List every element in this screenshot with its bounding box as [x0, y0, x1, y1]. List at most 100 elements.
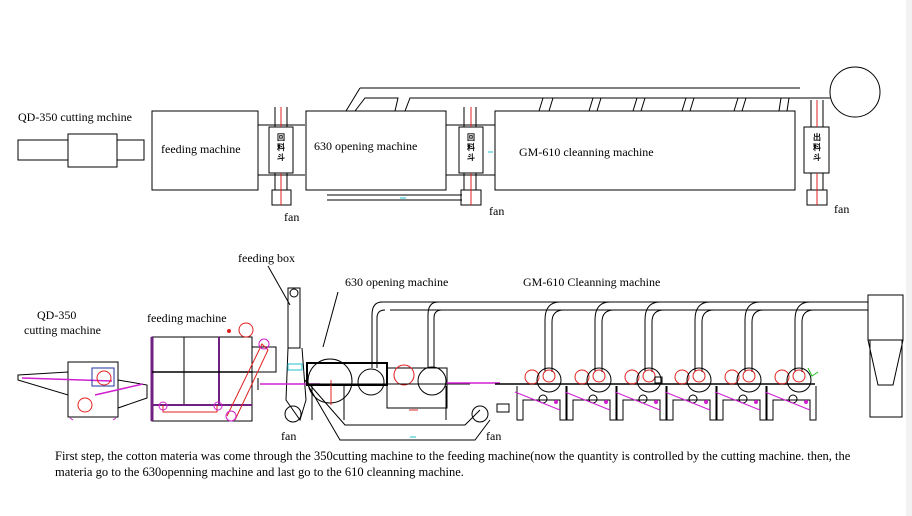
- bottom-cutting-machine: [17, 361, 148, 421]
- hopper-glyph: 斗: [277, 153, 285, 162]
- feeding-box-label: feeding box: [238, 251, 295, 265]
- unit-duct: [801, 309, 815, 372]
- beater-roller: [692, 369, 706, 383]
- hopper-2-glyphs: 回 料 斗: [465, 133, 477, 163]
- feed-roller: [774, 369, 790, 385]
- hopper-glyph: 料: [277, 143, 285, 152]
- unit-frame: [516, 386, 567, 421]
- top-return-duct: [327, 194, 462, 201]
- top-diagram: [17, 66, 881, 206]
- top-cleaning-machine-label: GM-610 cleanning machine: [519, 145, 654, 159]
- hopper-glyph: 出: [813, 133, 821, 142]
- cleaning-unit: [764, 301, 817, 421]
- unit-frame: [716, 386, 767, 421]
- unit-duct: [551, 309, 565, 372]
- duct-drop: [376, 309, 386, 368]
- bottom-feeding-machine-label: feeding machine: [147, 311, 227, 325]
- unit-frame: [666, 386, 717, 421]
- unit-duct: [544, 301, 561, 372]
- bottom-fan-label-2: fan: [486, 429, 502, 443]
- cylinder: [586, 367, 612, 393]
- cylinder: [736, 367, 762, 393]
- top-cyclone-circle: [829, 66, 881, 118]
- top-hopper-2: [446, 107, 495, 206]
- unit-dot: [804, 400, 808, 404]
- duct-drop: [433, 309, 443, 368]
- fan-box: [496, 403, 510, 413]
- beater-roller: [542, 369, 556, 383]
- hopper-glyph: 斗: [467, 153, 475, 162]
- top-fan-label-1: fan: [284, 210, 300, 224]
- unit-belt: [614, 391, 661, 411]
- unit-dot: [604, 400, 608, 404]
- cleaning-unit: [514, 301, 567, 421]
- unit-duct: [744, 301, 761, 372]
- unit-frame: [766, 386, 817, 421]
- top-feeding-machine-label: feeding machine: [161, 142, 241, 156]
- unit-belt: [564, 391, 611, 411]
- top-ducts: [345, 87, 830, 112]
- unit-belt: [764, 391, 811, 411]
- hopper-glyph: 料: [467, 143, 475, 152]
- unit-duct: [644, 301, 661, 372]
- cylinder: [536, 367, 562, 393]
- cylinder: [686, 367, 712, 393]
- cleaning-unit: [664, 301, 717, 421]
- beater-roller: [792, 369, 806, 383]
- feed-roller: [574, 369, 590, 385]
- bottom-cleaning-machine-label: GM-610 Cleanning machine: [523, 275, 661, 289]
- top-fan-label-2: fan: [489, 204, 505, 218]
- cleaning-unit: [714, 301, 767, 421]
- page-edge: [906, 0, 912, 516]
- unit-duct: [794, 301, 811, 372]
- output-arrow: [807, 367, 819, 377]
- unit-duct: [701, 309, 715, 372]
- unit-belt: [664, 391, 711, 411]
- hopper-glyph: 斗: [813, 153, 821, 162]
- unit-belt: [514, 391, 561, 411]
- hopper-glyph: 回: [467, 133, 475, 142]
- duct-drop: [427, 301, 439, 368]
- unit-dot: [754, 400, 758, 404]
- cleaning-unit: [564, 301, 617, 421]
- top-opening-machine-box: [305, 110, 447, 191]
- bottom-feeding-box: [257, 265, 320, 423]
- process-description: First step, the cotton materia was come …: [55, 449, 851, 479]
- beater-roller: [742, 369, 756, 383]
- unit-frame: [616, 386, 667, 421]
- cleaning-unit: [614, 301, 667, 421]
- small-box: [654, 376, 663, 384]
- bottom-opening-machine-label: 630 opening machine: [345, 275, 449, 289]
- unit-dot: [704, 400, 708, 404]
- feed-roller: [524, 369, 540, 385]
- top-feeding-machine-box: [151, 110, 259, 191]
- top-fan-label-3: fan: [834, 202, 850, 216]
- top-hopper-1: [258, 107, 305, 206]
- unit-dot: [554, 400, 558, 404]
- unit-duct: [751, 309, 765, 372]
- bottom-fan-label-1: fan: [281, 429, 297, 443]
- beater-roller: [592, 369, 606, 383]
- feed-roller: [674, 369, 690, 385]
- feed-roller: [724, 369, 740, 385]
- bottom-cutting-machine-label-line2: cutting machine: [24, 323, 101, 337]
- bottom-cleaning-machine: [495, 301, 819, 421]
- top-hopper-3: [803, 100, 830, 206]
- cylinder: [636, 367, 662, 393]
- hopper-3-glyphs: 出 料 斗: [811, 133, 823, 163]
- hopper-glyph: 料: [813, 143, 821, 152]
- bottom-opening-machine: [304, 291, 500, 441]
- bottom-cutting-machine-label-line1: QD-350: [37, 308, 77, 322]
- unit-belt: [714, 391, 761, 411]
- top-opening-machine-label: 630 opening machine: [314, 139, 418, 153]
- unit-duct: [601, 309, 615, 372]
- bottom-duct-system: [371, 301, 868, 368]
- bottom-feeding-machine: [150, 322, 277, 422]
- unit-frame: [566, 386, 617, 421]
- top-cleaning-machine-box: [494, 110, 796, 191]
- duct-drop: [371, 301, 383, 368]
- unit-duct: [594, 301, 611, 372]
- bottom-diagram: [17, 265, 904, 441]
- unit-dot: [654, 400, 658, 404]
